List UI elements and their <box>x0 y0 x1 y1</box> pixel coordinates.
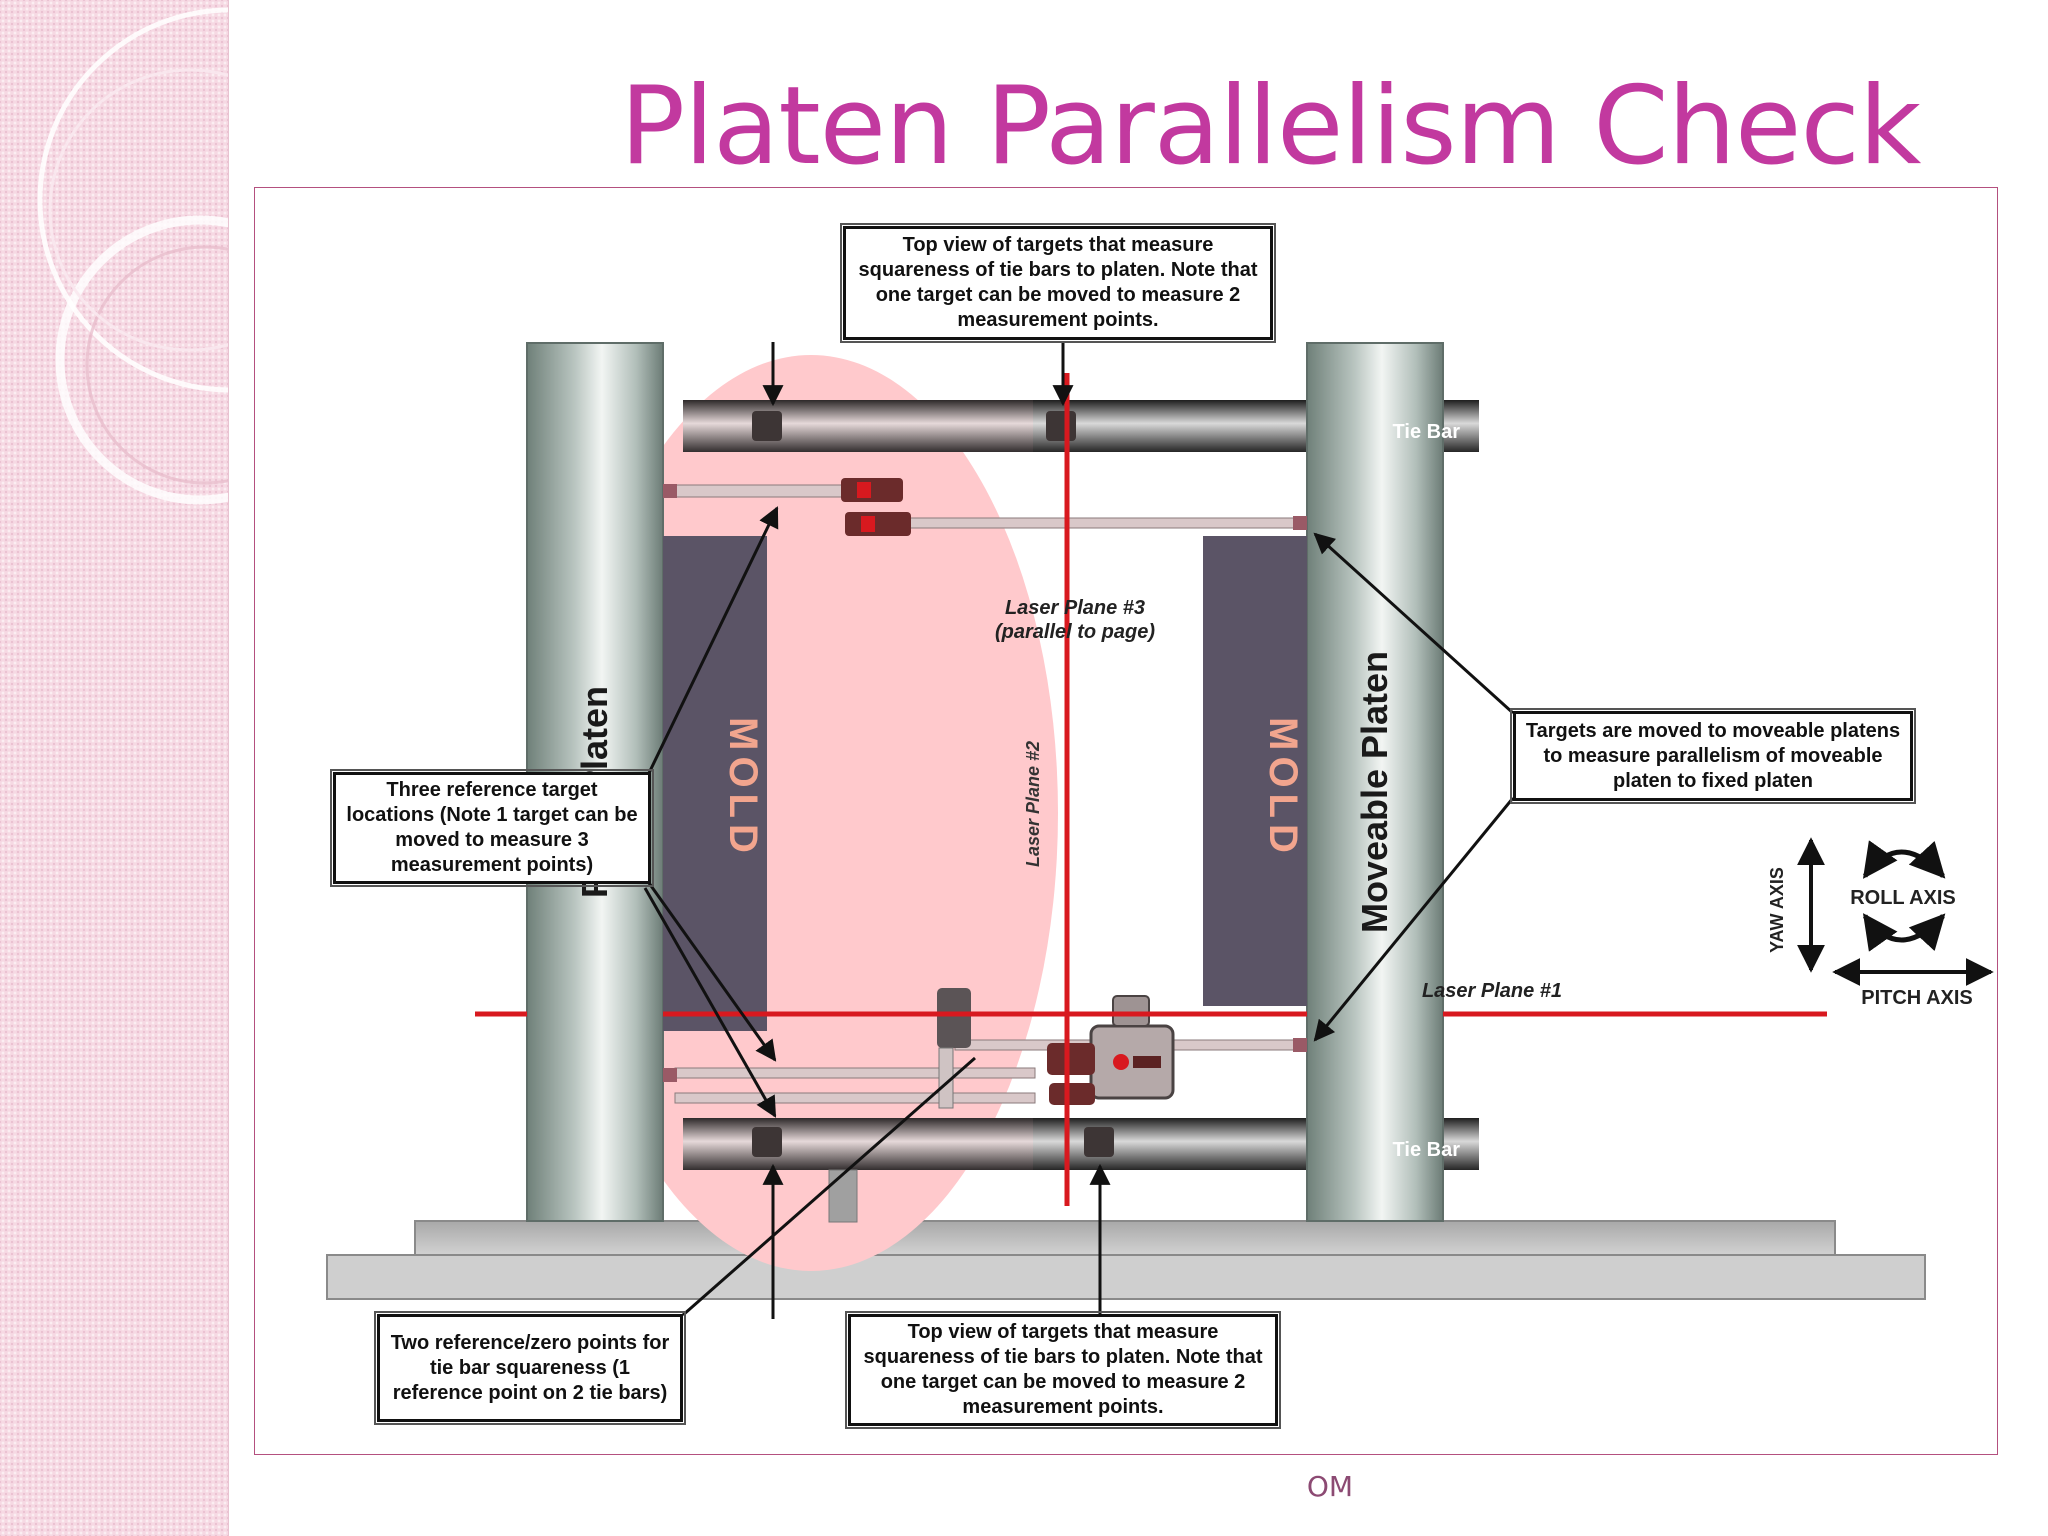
target-rig-arm <box>904 517 1306 529</box>
vertical-target <box>937 988 971 1048</box>
mold-left-label: MOLD <box>721 717 765 859</box>
leader-arrow <box>1313 797 1515 1042</box>
reference-target <box>663 484 677 498</box>
laser-emitter <box>1113 1054 1129 1070</box>
laser-unit-top <box>1112 995 1150 1027</box>
target-rig-head <box>1047 1043 1095 1075</box>
tie-bar-target <box>1084 1127 1114 1157</box>
tie-bar-target <box>752 1127 782 1157</box>
moveable-platen <box>1306 342 1444 1222</box>
laser-plane-2-label: Laser Plane #2 <box>1023 741 1043 867</box>
laser-plane-3-sublabel: (parallel to page) <box>995 621 1155 643</box>
leader-arrow <box>643 887 777 1118</box>
callout-bottom-targets: Top view of targets that measure squaren… <box>845 1311 1281 1429</box>
laser-plane-1-label: Laser Plane #1 <box>1422 980 1562 1002</box>
machine-base-lower <box>326 1254 1926 1300</box>
target-rig-arm <box>674 484 846 498</box>
pitch-axis-label: PITCH AXIS <box>1861 987 1973 1009</box>
target-rig-head <box>1049 1083 1095 1105</box>
slide-footer: OM <box>1306 1470 1354 1503</box>
reference-target <box>1293 1038 1307 1052</box>
reference-target <box>663 1068 677 1082</box>
target-rig-head <box>845 512 911 536</box>
tie-bar-target <box>1046 411 1076 441</box>
leader-arrow <box>1313 532 1515 715</box>
tie-bar-top-label: Tie Bar <box>1393 421 1461 443</box>
slide-title: Platen Parallelism Check <box>620 64 1921 189</box>
callout-moveable-targets: Targets are moved to moveable platens to… <box>1510 708 1916 804</box>
decorative-rings <box>37 7 228 505</box>
tie-bar-target <box>752 411 782 441</box>
target-rig-arm <box>674 1092 1036 1104</box>
support-post <box>828 1169 858 1223</box>
mold-right-block <box>1203 536 1307 1006</box>
yaw-axis-label: YAW AXIS <box>1767 867 1787 953</box>
leader-arrow <box>647 506 779 774</box>
target-rig-head <box>861 516 875 532</box>
target-rig-head <box>841 478 903 502</box>
decorative-sidebar <box>0 0 229 1536</box>
leader-arrow <box>682 1056 976 1317</box>
machine-base-upper <box>414 1220 1836 1256</box>
roll-axis-arrow-top <box>1862 840 1946 879</box>
leader-arrow <box>647 882 777 1062</box>
laser-plane-3-label: Laser Plane #3 <box>1005 597 1145 619</box>
mold-right-label: MOLD <box>1261 717 1305 859</box>
callout-two-reference-points: Two reference/zero points for tie bar sq… <box>374 1311 686 1425</box>
laser-unit-panel <box>1133 1056 1161 1068</box>
moveable-platen-label: Moveable Platen <box>1354 651 1395 933</box>
platen-diagram: Fixed Platen Moveable Platen Tie Bar Tie… <box>254 187 1998 1455</box>
callout-three-reference-targets: Three reference target locations (Note 1… <box>330 769 654 887</box>
roll-axis-arrow-bottom <box>1862 913 1946 952</box>
target-rig-arm <box>674 1067 1036 1079</box>
tie-bar-top-zone <box>683 400 1033 452</box>
roll-axis-label: ROLL AXIS <box>1850 887 1956 909</box>
callout-top-targets: Top view of targets that measure squaren… <box>840 223 1276 343</box>
diagram-artwork: Fixed Platen Moveable Platen Tie Bar Tie… <box>326 342 1994 1319</box>
tie-bar-bottom-label: Tie Bar <box>1393 1139 1461 1161</box>
target-rig-head <box>857 482 871 498</box>
reference-target <box>1293 516 1307 530</box>
